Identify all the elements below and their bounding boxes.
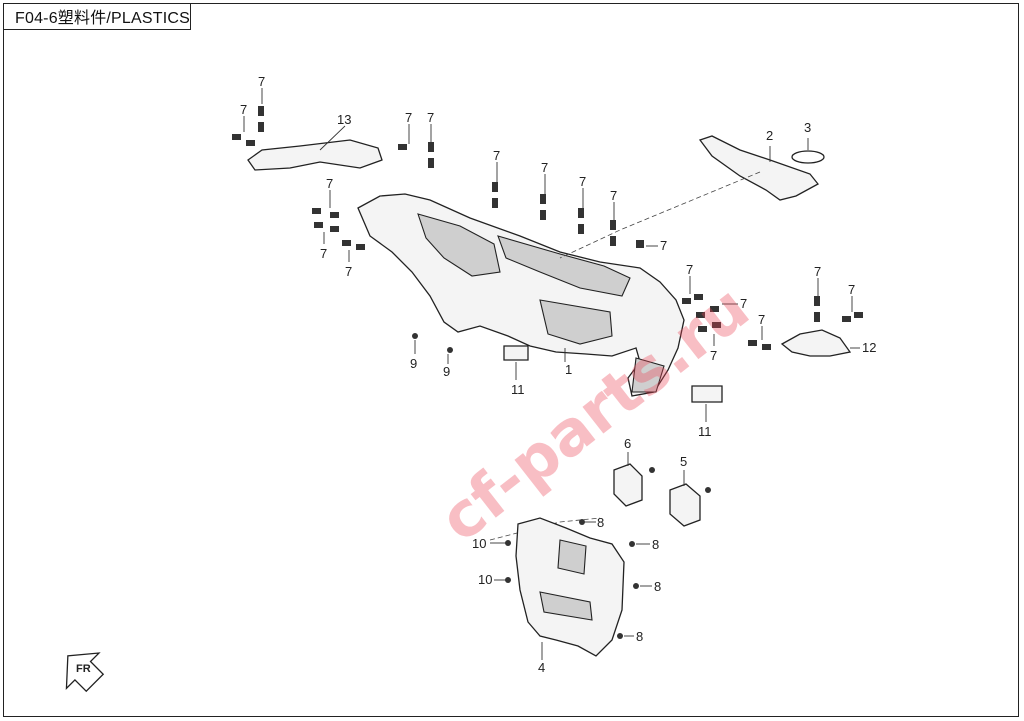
callout-4: 4 xyxy=(538,660,545,675)
callout-8: 8 xyxy=(636,629,643,644)
callout-6: 6 xyxy=(624,436,631,451)
callout-7: 7 xyxy=(345,264,352,279)
callout-10: 10 xyxy=(472,536,486,551)
callout-8: 8 xyxy=(654,579,661,594)
callout-3: 3 xyxy=(804,120,811,135)
callout-7: 7 xyxy=(710,348,717,363)
part-12-bracket xyxy=(780,329,860,357)
callout-11: 11 xyxy=(698,424,712,439)
callout-7: 7 xyxy=(758,312,765,327)
callout-7: 7 xyxy=(610,188,617,203)
fasteners xyxy=(232,106,863,639)
callout-11: 11 xyxy=(511,382,525,397)
callout-5: 5 xyxy=(680,454,687,469)
part-13-cover xyxy=(247,125,383,171)
part-6-block xyxy=(613,452,643,507)
part-11-pad-right xyxy=(691,385,723,422)
callout-7: 7 xyxy=(493,148,500,163)
callout-2: 2 xyxy=(766,128,773,143)
front-direction-arrow: FR xyxy=(65,652,105,693)
callout-10: 10 xyxy=(478,572,492,587)
callout-7: 7 xyxy=(686,262,693,277)
part-1-main-panel xyxy=(357,193,685,397)
page-title: F04-6塑料件/PLASTICS xyxy=(3,3,191,30)
callout-7: 7 xyxy=(740,296,747,311)
part-5-block xyxy=(669,470,701,527)
part-4-lower-panel xyxy=(515,517,625,660)
callout-9: 9 xyxy=(443,364,450,379)
callout-13: 13 xyxy=(337,112,351,127)
callout-7: 7 xyxy=(848,282,855,297)
part-11-pad-left xyxy=(503,345,529,380)
front-label: FR xyxy=(76,663,91,675)
callout-7: 7 xyxy=(660,238,667,253)
callout-7: 7 xyxy=(326,176,333,191)
leader-lines xyxy=(243,88,853,637)
part-2-upper-right xyxy=(698,135,819,201)
part-3-ring xyxy=(791,150,825,164)
callout-8: 8 xyxy=(597,515,604,530)
callout-7: 7 xyxy=(579,174,586,189)
callout-12: 12 xyxy=(862,340,876,355)
callout-7: 7 xyxy=(541,160,548,175)
callout-9: 9 xyxy=(410,356,417,371)
callout-7: 7 xyxy=(258,74,265,89)
callout-8: 8 xyxy=(652,537,659,552)
callout-7: 7 xyxy=(320,246,327,261)
callout-7: 7 xyxy=(240,102,247,117)
callout-7: 7 xyxy=(405,110,412,125)
drawing-frame xyxy=(3,3,1019,717)
callout-7: 7 xyxy=(814,264,821,279)
callout-7: 7 xyxy=(427,110,434,125)
callout-1: 1 xyxy=(565,362,572,377)
callout-labels: 1 2 3 4 5 6 7 7 7 7 7 7 7 7 7 7 7 7 7 7 … xyxy=(240,74,876,675)
